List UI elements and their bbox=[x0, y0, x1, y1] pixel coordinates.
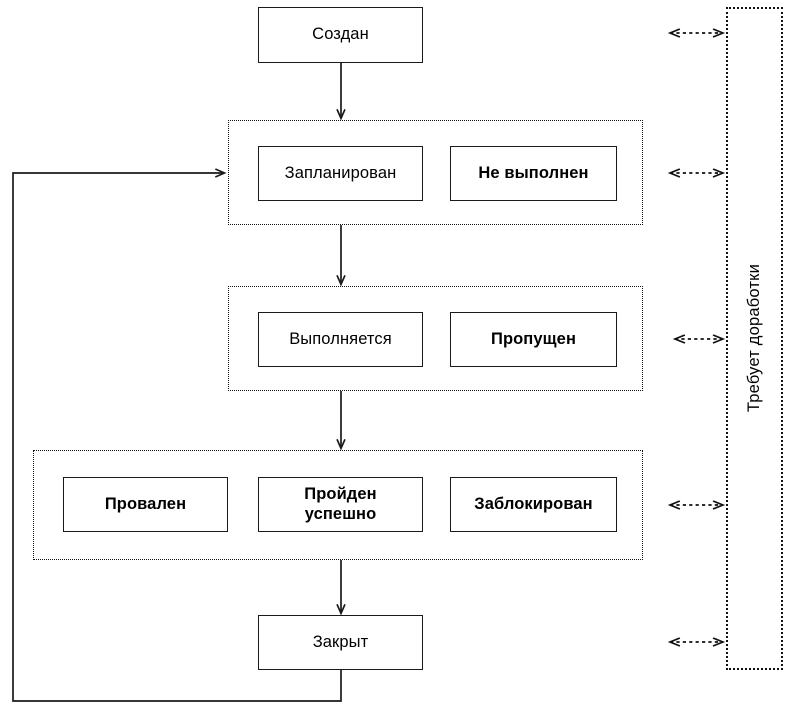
node-in-progress[interactable]: Выполняется bbox=[258, 312, 423, 367]
node-failed[interactable]: Провален bbox=[63, 477, 228, 532]
group-finished-states bbox=[33, 450, 643, 560]
node-closed[interactable]: Закрыт bbox=[258, 615, 423, 670]
edge-closed-reopen-loop bbox=[12, 173, 342, 702]
node-created[interactable]: Создан bbox=[258, 7, 423, 63]
group-running-states bbox=[228, 286, 643, 391]
node-passed[interactable]: Пройден успешно bbox=[258, 477, 423, 532]
needs-rework-label: Требует доработки bbox=[745, 264, 763, 413]
node-skipped[interactable]: Пропущен bbox=[450, 312, 617, 367]
node-not-executed[interactable]: Не выполнен bbox=[450, 146, 617, 201]
node-needs-rework[interactable]: Требует доработки bbox=[726, 7, 783, 670]
node-blocked[interactable]: Заблокирован bbox=[450, 477, 617, 532]
node-planned[interactable]: Запланирован bbox=[258, 146, 423, 201]
group-planned-states bbox=[228, 120, 643, 225]
